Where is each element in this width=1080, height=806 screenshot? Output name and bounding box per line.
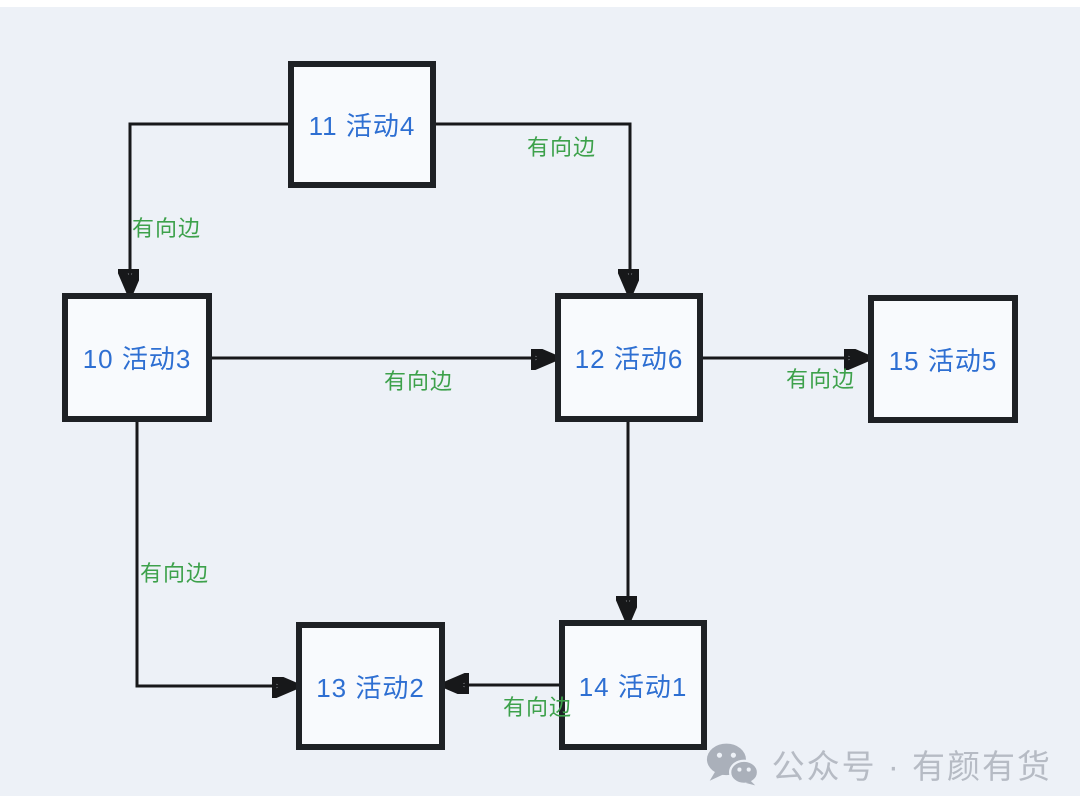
watermark: 公众号 · 有颜有货 (706, 740, 1052, 788)
edge-label-12-15: 有向边 (786, 367, 856, 392)
node-activity-3: 10 活动3 (62, 293, 212, 422)
edge-label-14-13: 有向边 (503, 695, 573, 720)
node-activity-2: 13 活动2 (296, 622, 445, 750)
edge-label-11-12: 有向边 (527, 135, 597, 160)
node-activity-1: 14 活动1 (559, 620, 707, 750)
edge-11-to-12 (436, 122, 630, 290)
edge-10-to-13 (135, 422, 293, 686)
edge-11-to-10 (130, 122, 288, 290)
edge-label-10-13: 有向边 (140, 561, 210, 586)
watermark-text: 公众号 · 有颜有货 (771, 748, 1052, 785)
node-activity-5: 15 活动5 (868, 295, 1018, 423)
node-activity-6: 12 活动6 (555, 293, 703, 422)
wechat-icon (706, 743, 758, 786)
edge-label-11-10: 有向边 (132, 216, 202, 241)
edge-label-10-12: 有向边 (384, 369, 454, 394)
node-activity-4: 11 活动4 (288, 61, 436, 188)
